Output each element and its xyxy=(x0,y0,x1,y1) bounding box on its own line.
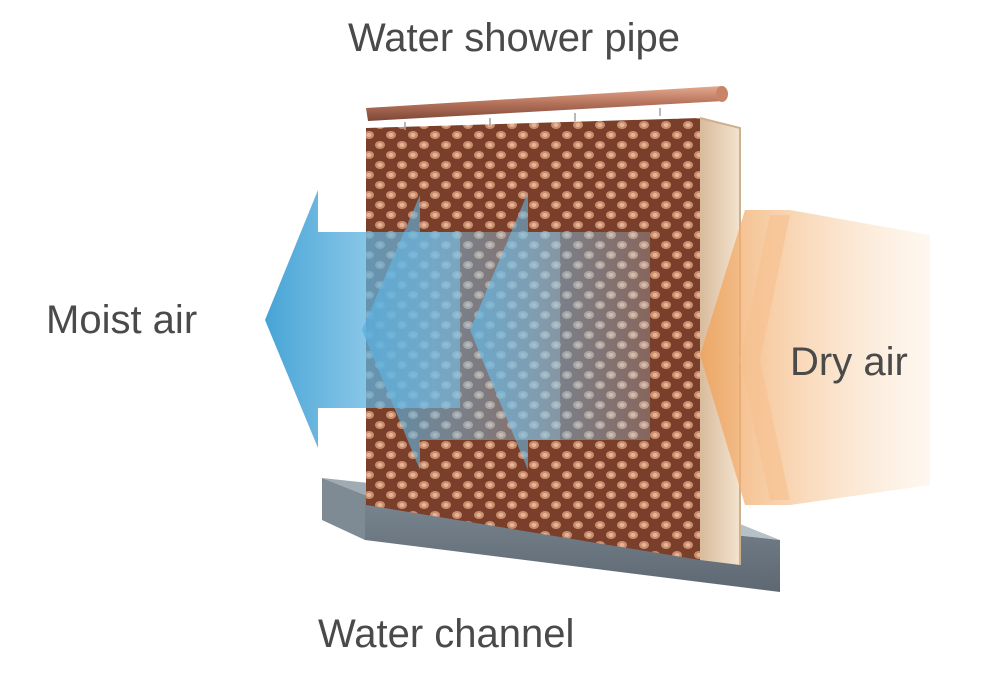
arrow-left-icon xyxy=(265,190,650,470)
water-channel-label: Water channel xyxy=(318,612,575,656)
moist-air-label: Moist air xyxy=(46,298,198,342)
dry-air-label: Dry air xyxy=(790,340,908,384)
water-shower-pipe-label: Water shower pipe xyxy=(348,16,680,60)
chevron-left-icon xyxy=(700,210,930,505)
water-shower-pipe xyxy=(366,86,728,130)
